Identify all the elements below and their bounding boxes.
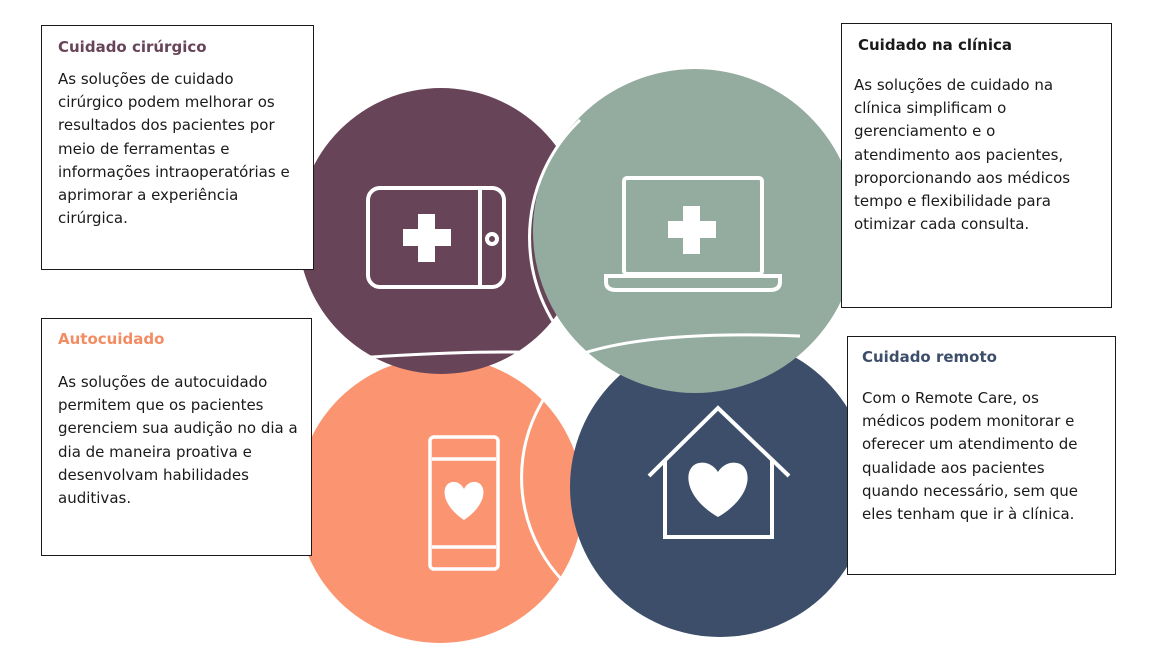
- description-line: permitem que os pacientes: [58, 396, 264, 415]
- clinic-care-description: As soluções de cuidado na clínica simpli…: [854, 74, 1104, 236]
- surgical-care-card: Cuidado cirúrgico As soluções de cuidado…: [41, 25, 314, 270]
- description-line: cirúrgico podem melhorar os: [58, 93, 275, 112]
- remote-care-title: Cuidado remoto: [862, 348, 997, 366]
- description-line: quando necessário, sem que: [862, 481, 1078, 500]
- description-line: desenvolvam habilidades: [58, 465, 249, 484]
- description-line: cirúrgica.: [58, 209, 128, 228]
- description-line: atendimento aos pacientes,: [854, 145, 1064, 164]
- description-line: eles tenham que ir à clínica.: [862, 505, 1075, 524]
- description-line: meio de ferramentas e: [58, 139, 230, 158]
- self-care-title: Autocuidado: [58, 330, 165, 348]
- description-line: gerenciem sua audição no dia a: [58, 419, 298, 438]
- description-line: oferecer um atendimento de: [862, 435, 1078, 454]
- description-line: Com o Remote Care, os: [862, 389, 1039, 407]
- laptop-plus-icon: [604, 176, 782, 292]
- phone-heart-icon: [428, 435, 500, 571]
- description-line: resultados dos pacientes por: [58, 116, 275, 135]
- surgical-care-title: Cuidado cirúrgico: [58, 38, 207, 56]
- description-line: tempo e flexibilidade para: [854, 192, 1051, 211]
- house-heart-icon: [647, 405, 791, 539]
- description-line: aprimorar a experiência: [58, 186, 239, 205]
- clinic-care-card: Cuidado na clínica As soluções de cuidad…: [841, 23, 1112, 308]
- description-line: gerenciamento e o: [854, 122, 996, 141]
- tablet-plus-icon: [366, 186, 506, 289]
- description-line: dia de maneira proativa e: [58, 442, 252, 461]
- description-line: otimizar cada consulta.: [854, 215, 1030, 234]
- description-line: médicos podem monitorar e: [862, 412, 1075, 431]
- surgical-care-description: As soluções de cuidado cirúrgico podem m…: [58, 68, 320, 230]
- description-line: clínica simplificam o: [854, 99, 1007, 118]
- remote-care-card: Cuidado remoto Com o Remote Care, os méd…: [847, 336, 1116, 575]
- clinic-care-title: Cuidado na clínica: [858, 36, 1012, 54]
- self-care-card: Autocuidado As soluções de autocuidado p…: [41, 318, 312, 556]
- description-line: proporcionando aos médicos: [854, 168, 1071, 187]
- description-line: As soluções de cuidado: [58, 70, 234, 88]
- self-care-circle: [297, 357, 583, 643]
- description-line: auditivas.: [58, 489, 132, 508]
- remote-care-description: Com o Remote Care, os médicos podem moni…: [862, 387, 1112, 526]
- description-line: As soluções de cuidado na: [854, 76, 1054, 94]
- description-line: qualidade aos pacientes: [862, 458, 1045, 477]
- self-care-description: As soluções de autocuidado permitem que …: [58, 371, 308, 510]
- description-line: informações intraoperatórias e: [58, 162, 290, 181]
- description-line: As soluções de autocuidado: [58, 373, 268, 391]
